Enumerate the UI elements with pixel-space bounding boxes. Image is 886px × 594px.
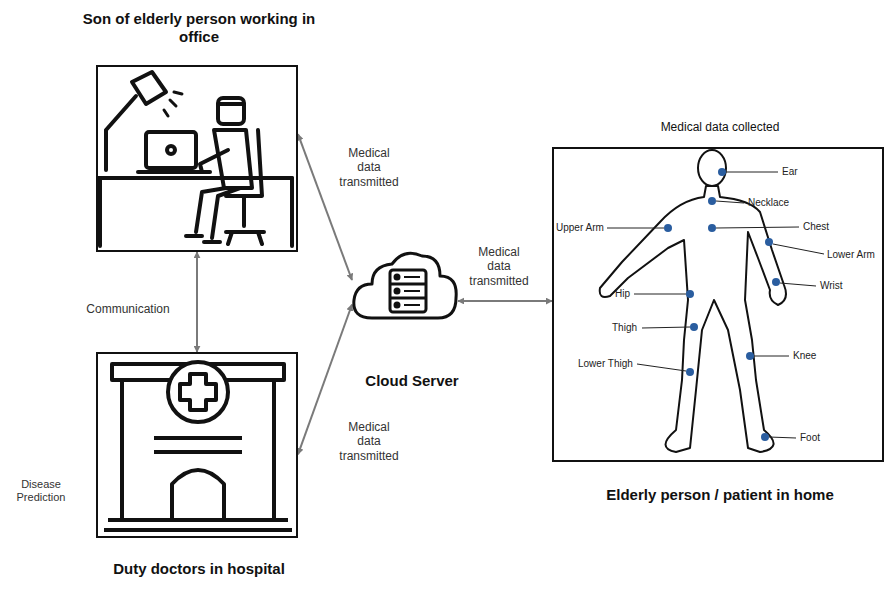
note-text: Disease Prediction: [10, 478, 72, 504]
body-part-label: Knee: [793, 350, 816, 362]
cloud-illustration-part: [404, 277, 420, 305]
caption-text: Medical data collected: [554, 120, 886, 134]
cloud-server: Cloud Server: [352, 252, 458, 322]
leader-lines-part: [754, 356, 789, 357]
cloud-illustration: [354, 253, 456, 318]
cloud-illustration-part: [390, 270, 426, 312]
office-illustration-part: [214, 130, 252, 188]
office-box: Son of elderly person working in office: [96, 65, 298, 252]
body-part-label: Foot: [800, 432, 820, 444]
human-body-outline: [600, 150, 786, 452]
sensor-dots-part: [686, 290, 694, 298]
office-illustration-part: [164, 92, 182, 116]
hospital-illustration: [104, 362, 292, 530]
sensor-dots-part: [664, 224, 672, 232]
data-link-arrow: [458, 300, 552, 302]
human-body-outline-part: [698, 150, 726, 186]
body-part-label: Lower Arm: [827, 249, 875, 261]
heading-text: Son of elderly person working in office: [74, 10, 324, 46]
office-illustration-part: [132, 72, 166, 104]
cloud-illustration-part: [395, 289, 399, 293]
office-illustration-part: [226, 130, 264, 244]
leader-lines-part: [642, 327, 690, 328]
office-illustration-part: [200, 150, 228, 172]
heading-text: Elderly person / patient in home: [554, 486, 886, 504]
sensor-dots-part: [765, 238, 773, 246]
body-part-label: Lower Thigh: [578, 358, 633, 370]
office-illustration-part: [106, 96, 136, 170]
office-illustration-part: [146, 132, 196, 168]
edge-label: Communication: [72, 302, 184, 316]
office-illustration-part: [218, 98, 244, 124]
hospital-illustration-part: [122, 380, 274, 520]
sensor-dots-part: [718, 168, 726, 176]
body-part-label: Wrist: [820, 280, 843, 292]
leader-lines: [607, 172, 824, 438]
sensor-dots-part: [686, 368, 694, 376]
cloud-illustration-part: [395, 275, 399, 279]
sensor-dots-part: [708, 197, 716, 205]
data-link-arrow: [196, 252, 198, 352]
edge-label: Medical data transmitted: [335, 420, 403, 463]
leader-lines-part: [607, 228, 664, 229]
hospital-illustration-part: [172, 470, 224, 520]
body-part-label: Hip: [615, 288, 630, 300]
office-illustration-part: [186, 236, 220, 242]
leader-lines-part: [769, 437, 796, 438]
office-illustration-part: [220, 102, 242, 106]
sensor-dots-part: [772, 278, 780, 286]
leader-lines-part: [637, 364, 686, 371]
sensor-dots: [664, 168, 780, 441]
heading-text: Cloud Server: [342, 372, 482, 390]
leader-lines-part: [726, 172, 778, 173]
leader-lines-part: [716, 227, 799, 228]
leader-lines-part: [634, 294, 686, 295]
hospital-illustration-part: [180, 374, 216, 410]
body-part-label: Upper Arm: [556, 222, 604, 234]
patient-box: Medical data collectedElderly person / p…: [552, 147, 884, 462]
office-illustration: [98, 72, 292, 246]
office-illustration-part: [138, 170, 210, 174]
sensor-dots-part: [761, 433, 769, 441]
sensor-dots-part: [690, 323, 698, 331]
sensor-dots-part: [746, 352, 754, 360]
sensor-dots-part: [708, 224, 716, 232]
heading-text: Duty doctors in hospital: [74, 560, 324, 578]
body-part-label: Necklace: [748, 197, 789, 209]
body-part-label: Ear: [782, 166, 798, 178]
hospital-illustration-part: [154, 438, 242, 452]
leader-lines-part: [780, 283, 816, 286]
office-illustration-part: [167, 146, 175, 154]
body-part-label: Thigh: [612, 322, 637, 334]
human-body-outline-part: [600, 186, 786, 452]
leader-lines-part: [716, 201, 744, 203]
hospital-box: Duty doctors in hospital: [96, 352, 298, 538]
hospital-illustration-part: [168, 362, 228, 422]
cloud-illustration-part: [395, 303, 399, 307]
hospital-illustration-part: [104, 520, 292, 530]
cloud-illustration-part: [354, 253, 456, 318]
leader-lines-part: [773, 244, 824, 254]
body-part-label: Chest: [803, 221, 829, 233]
edge-label: Medical data transmitted: [465, 245, 533, 288]
edge-label: Medical data transmitted: [335, 146, 403, 189]
